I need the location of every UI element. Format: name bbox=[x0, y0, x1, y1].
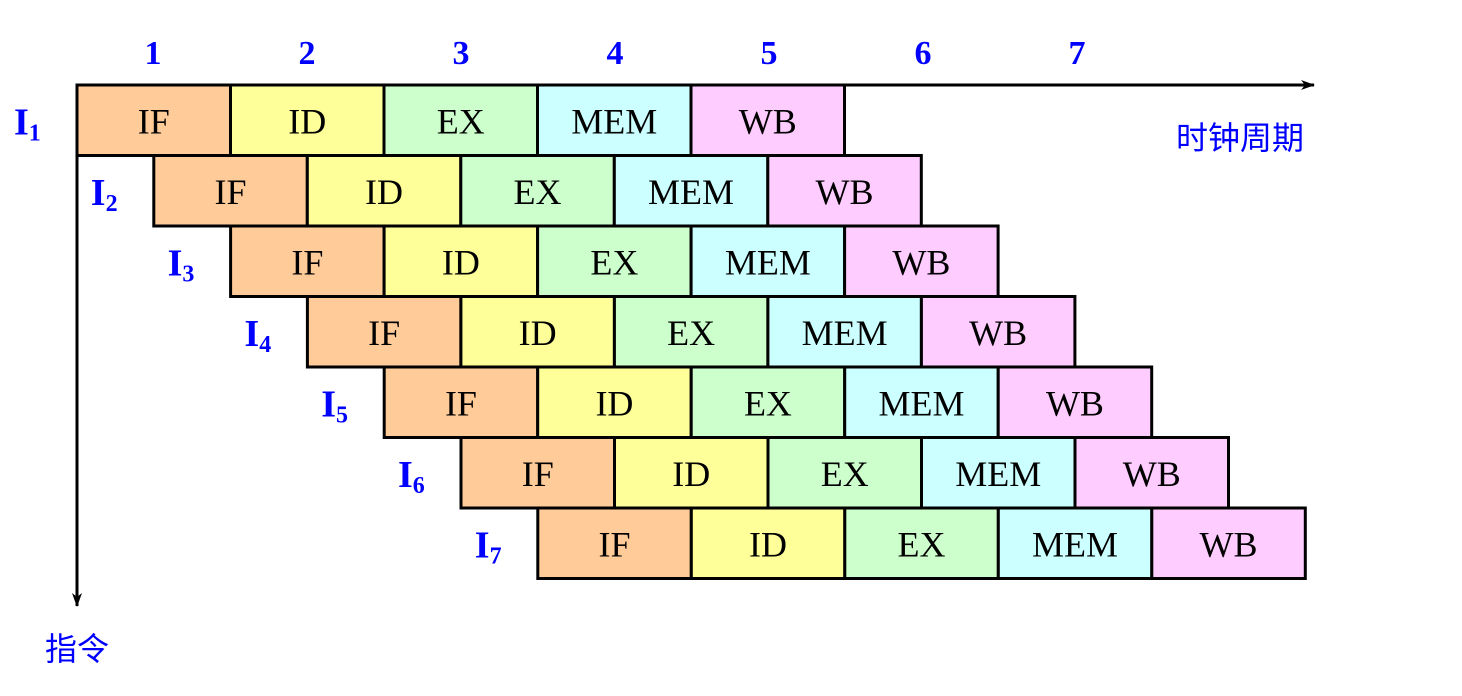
y-axis-label: 指令 bbox=[45, 630, 109, 668]
stage-label: MEM bbox=[571, 101, 657, 141]
stage-cell-if bbox=[382, 365, 540, 439]
stage-label: MEM bbox=[1032, 524, 1118, 564]
instruction-label: I2 bbox=[91, 172, 118, 217]
stage-cell-mem bbox=[766, 295, 923, 369]
cycle-label: 7 bbox=[1069, 35, 1086, 72]
cycle-label: 6 bbox=[915, 35, 932, 72]
stage-label: ID bbox=[672, 454, 710, 494]
instruction-index: 5 bbox=[336, 402, 348, 428]
stage-label: MEM bbox=[648, 172, 734, 212]
stage-label: WB bbox=[1200, 524, 1258, 564]
stage-label: IF bbox=[599, 524, 631, 564]
cycle-label: 5 bbox=[761, 35, 778, 72]
stage-cell-mem bbox=[920, 436, 1077, 510]
stage-cell-wb bbox=[766, 154, 923, 228]
stage-cell-ex bbox=[689, 365, 847, 439]
instruction-label: I4 bbox=[244, 313, 271, 358]
instruction-letter: I bbox=[244, 313, 259, 355]
instruction-row: IF ID EX MEM WB bbox=[382, 365, 1154, 439]
cycle-label: 2 bbox=[299, 35, 316, 72]
stage-cell-mem bbox=[996, 506, 1154, 580]
instruction-row: IF ID EX MEM WB bbox=[459, 436, 1230, 510]
stage-cell-wb bbox=[919, 295, 1077, 369]
stage-label: MEM bbox=[955, 454, 1041, 494]
instruction-row: IF ID EX MEM WB bbox=[305, 295, 1077, 369]
instruction-label: I1 bbox=[14, 101, 41, 146]
stage-label: MEM bbox=[725, 242, 811, 282]
instruction-label: I3 bbox=[168, 242, 195, 287]
stage-label: EX bbox=[821, 454, 869, 494]
instruction-row: IF ID EX MEM WB bbox=[536, 506, 1307, 580]
instruction-row: IF ID EX MEM WB bbox=[152, 154, 923, 228]
instruction-row: IF ID EX MEM WB bbox=[229, 224, 1000, 298]
stage-cell-ex bbox=[459, 154, 616, 228]
instruction-letter: I bbox=[321, 383, 336, 425]
stage-cell-wb bbox=[1073, 436, 1230, 510]
instruction-letter: I bbox=[168, 242, 183, 284]
instruction-index: 4 bbox=[259, 332, 271, 358]
cycle-label: 3 bbox=[453, 35, 470, 72]
stage-label: EX bbox=[898, 524, 946, 564]
stage-cell-mem bbox=[689, 224, 847, 298]
stage-cell-id bbox=[536, 365, 693, 439]
instruction-letter: I bbox=[91, 172, 106, 214]
stage-label: IF bbox=[522, 454, 554, 494]
stage-label: EX bbox=[744, 383, 792, 423]
stage-label: EX bbox=[667, 313, 715, 353]
stage-cell-id bbox=[459, 295, 616, 369]
stage-cell-id bbox=[382, 224, 540, 298]
cycle-label: 1 bbox=[145, 35, 162, 72]
instruction-letter: I bbox=[398, 454, 413, 496]
stage-label: IF bbox=[215, 172, 247, 212]
stage-label: WB bbox=[816, 172, 874, 212]
instruction-label: I7 bbox=[475, 524, 502, 569]
stage-label: ID bbox=[519, 313, 557, 353]
stage-label: WB bbox=[892, 242, 950, 282]
stage-cell-if bbox=[305, 295, 463, 369]
stage-label: MEM bbox=[878, 383, 964, 423]
stage-label: ID bbox=[749, 524, 787, 564]
stage-cell-wb bbox=[1150, 506, 1307, 580]
instruction-row: IF ID EX MEM WB bbox=[75, 83, 846, 157]
stage-label: IF bbox=[368, 313, 400, 353]
stage-label: IF bbox=[291, 242, 323, 282]
stage-label: WB bbox=[969, 313, 1027, 353]
stage-label: ID bbox=[442, 242, 480, 282]
stage-label: EX bbox=[437, 101, 485, 141]
instruction-index: 1 bbox=[29, 120, 41, 146]
stage-label: EX bbox=[514, 172, 562, 212]
stage-label: ID bbox=[288, 101, 326, 141]
instruction-index: 2 bbox=[106, 191, 118, 217]
stage-cell-id bbox=[229, 83, 386, 157]
instruction-index: 7 bbox=[490, 543, 502, 569]
instruction-label: I6 bbox=[398, 454, 425, 499]
instruction-letter: I bbox=[14, 101, 29, 143]
instruction-index: 6 bbox=[413, 473, 425, 499]
stage-cell-if bbox=[536, 506, 693, 580]
stage-label: WB bbox=[1046, 383, 1104, 423]
stage-label: WB bbox=[1123, 454, 1181, 494]
stage-label: EX bbox=[590, 242, 638, 282]
stage-label: IF bbox=[445, 383, 477, 423]
stage-label: ID bbox=[595, 383, 633, 423]
instruction-label: I5 bbox=[321, 383, 348, 428]
stage-label: WB bbox=[739, 101, 797, 141]
cycle-label: 4 bbox=[607, 35, 624, 72]
stage-cell-if bbox=[152, 154, 309, 228]
stage-label: ID bbox=[365, 172, 403, 212]
stage-cell-id bbox=[613, 436, 770, 510]
x-axis-label: 时钟周期 bbox=[1176, 119, 1304, 157]
stage-label: MEM bbox=[802, 313, 888, 353]
instruction-letter: I bbox=[475, 524, 490, 566]
stage-label: IF bbox=[138, 101, 170, 141]
instruction-index: 3 bbox=[182, 261, 194, 287]
